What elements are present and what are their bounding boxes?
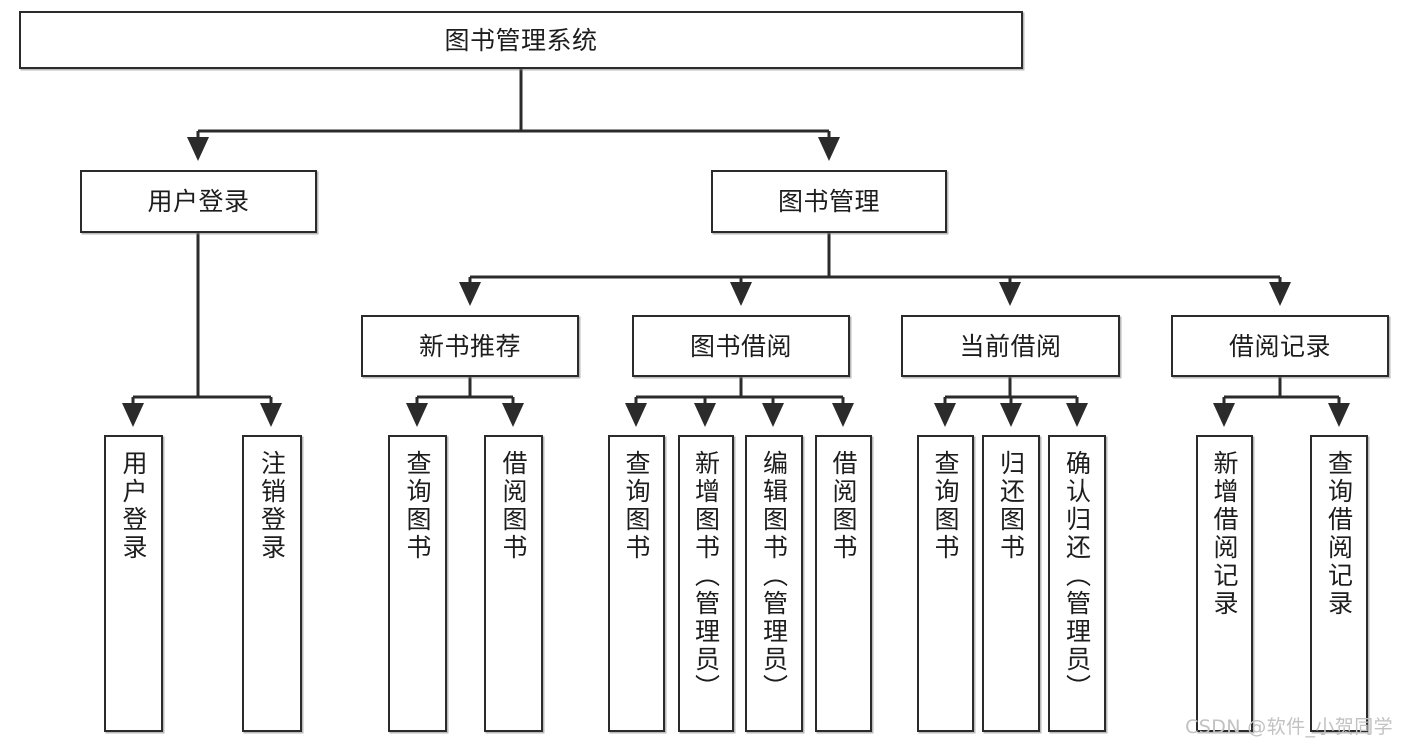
node-label: 编辑图书（管理员） xyxy=(759,450,789,702)
leaf-query-book-recommend[interactable]: 查询图书 xyxy=(388,435,447,732)
node-root-system[interactable]: 图书管理系统 xyxy=(19,11,1023,69)
node-label: 新增图书（管理员） xyxy=(691,450,721,702)
leaf-logout[interactable]: 注销登录 xyxy=(242,435,302,732)
node-user-login[interactable]: 用户登录 xyxy=(80,170,317,233)
watermark-text: CSDN @软件_小贺同学 xyxy=(1185,716,1393,738)
node-label: 注销登录 xyxy=(257,450,287,562)
node-label: 查询图书 xyxy=(403,450,432,562)
node-book-management[interactable]: 图书管理 xyxy=(711,170,947,233)
node-label: 新增借阅记录 xyxy=(1210,450,1239,618)
leaf-confirm-return-admin[interactable]: 确认归还（管理员） xyxy=(1048,435,1106,732)
node-label: 查询图书 xyxy=(931,450,960,562)
node-label: 图书借阅 xyxy=(689,331,792,361)
node-label: 图书管理 xyxy=(777,187,880,216)
leaf-borrow-book-recommend[interactable]: 借阅图书 xyxy=(484,435,543,732)
node-label: 归还图书 xyxy=(996,450,1026,562)
node-label: 确认归还（管理员） xyxy=(1062,450,1092,702)
node-label: 用户登录 xyxy=(119,450,148,562)
node-label: 查询借阅记录 xyxy=(1324,450,1354,618)
node-new-book-recommendation[interactable]: 新书推荐 xyxy=(361,315,579,377)
leaf-add-borrow-record[interactable]: 新增借阅记录 xyxy=(1196,435,1253,732)
leaf-query-borrow-record[interactable]: 查询借阅记录 xyxy=(1310,435,1368,732)
node-label: 图书管理系统 xyxy=(444,25,598,55)
node-book-borrow[interactable]: 图书借阅 xyxy=(632,315,850,377)
leaf-query-book-borrow[interactable]: 查询图书 xyxy=(608,435,665,732)
node-label: 查询图书 xyxy=(622,450,651,562)
node-label: 借阅图书 xyxy=(829,450,858,562)
node-borrow-record[interactable]: 借阅记录 xyxy=(1171,315,1389,377)
node-label: 当前借阅 xyxy=(959,331,1062,361)
leaf-borrow-book[interactable]: 借阅图书 xyxy=(815,435,872,732)
node-current-borrow[interactable]: 当前借阅 xyxy=(901,315,1120,377)
leaf-add-book-admin[interactable]: 新增图书（管理员） xyxy=(678,435,734,732)
leaf-user-login[interactable]: 用户登录 xyxy=(104,435,163,732)
leaf-query-book-current[interactable]: 查询图书 xyxy=(917,435,974,732)
node-label: 用户登录 xyxy=(147,187,250,216)
leaf-return-book[interactable]: 归还图书 xyxy=(982,435,1040,732)
leaf-edit-book-admin[interactable]: 编辑图书（管理员） xyxy=(745,435,803,732)
node-label: 新书推荐 xyxy=(418,331,521,361)
node-label: 借阅记录 xyxy=(1228,331,1331,361)
node-label: 借阅图书 xyxy=(499,450,528,562)
